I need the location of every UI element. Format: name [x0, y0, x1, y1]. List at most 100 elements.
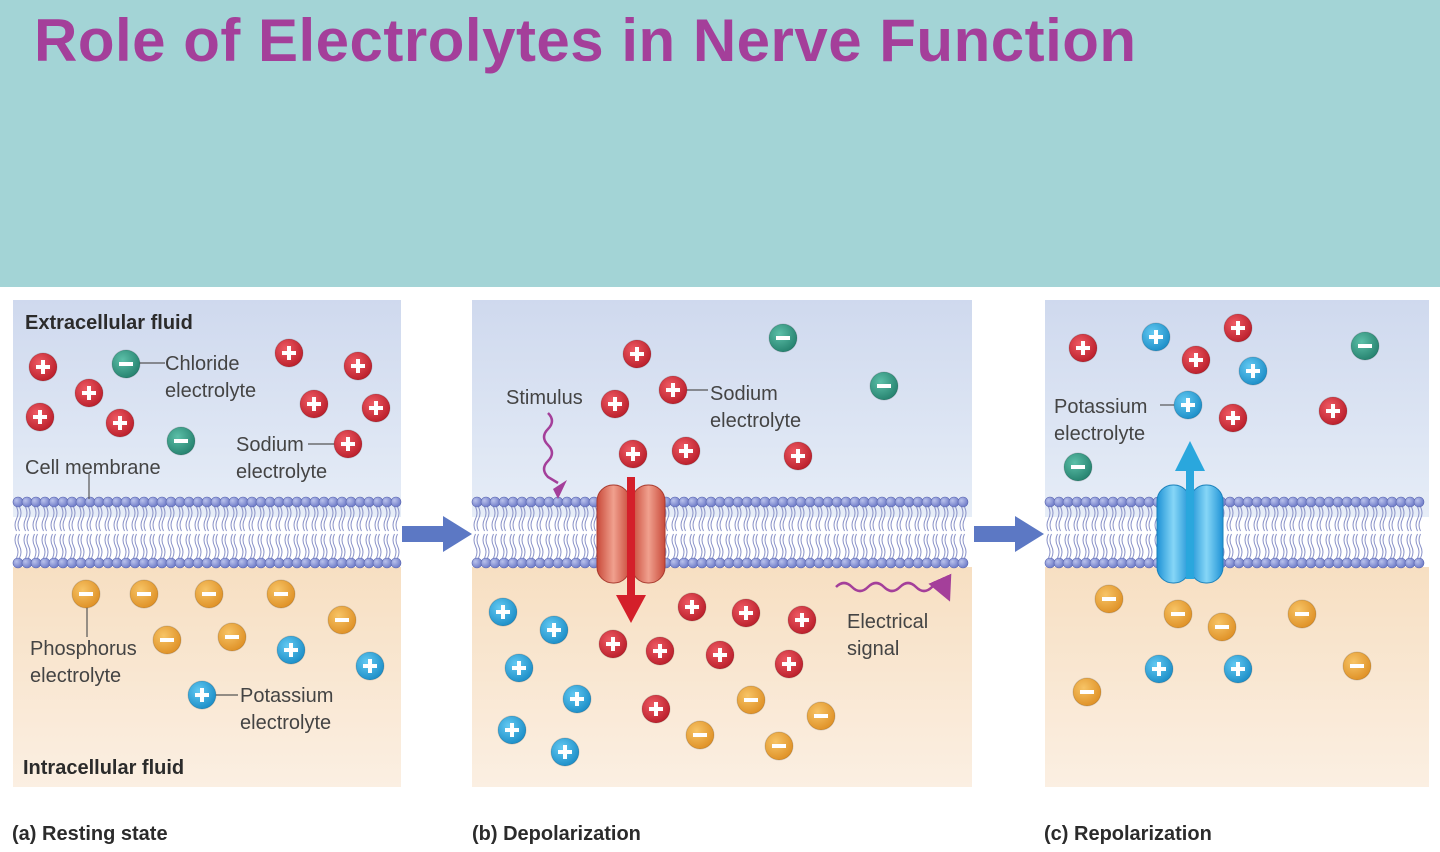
panel-depolarization [471, 300, 972, 787]
sodium-ion-icon [333, 429, 363, 459]
chloride-label-line2: electrolyte [165, 380, 256, 402]
phosphorus-ion-icon [194, 579, 224, 609]
sodium-ion-icon [1068, 333, 1098, 363]
leader-lines [86, 362, 1175, 696]
caption-repolarization: (c) Repolarization [1044, 823, 1212, 845]
sodium-ion-icon [671, 436, 701, 466]
sodium-ion-icon [361, 393, 391, 423]
electrical-signal-label-line1: Electrical [847, 611, 928, 633]
title-banner: Role of Electrolytes in Nerve Function [0, 0, 1440, 287]
sodium-ion-icon [299, 389, 329, 419]
chloride-ion-icon [869, 371, 899, 401]
potassium-ion-icon [355, 651, 385, 681]
chloride-ion-icon [1063, 452, 1093, 482]
ion-channel-icon [1156, 441, 1224, 584]
sodium-ion-icon [25, 402, 55, 432]
panel-b-labels: Stimulus Sodium electrolyte Electrical s… [472, 383, 928, 845]
stimulus-label: Stimulus [506, 387, 583, 409]
sodium-ion-icon [343, 351, 373, 381]
panel-c-labels: Potassium electrolyte (c) Repolarization [1044, 396, 1212, 845]
sodium-ion-icon [731, 598, 761, 628]
sodium-ion-icon [598, 629, 628, 659]
sodium-ion-icon [105, 408, 135, 438]
sodium-ion-icon [1223, 313, 1253, 343]
electrical-signal-icon [835, 573, 952, 602]
sodium-ion-icon [28, 352, 58, 382]
phosphorus-ion-icon [764, 731, 794, 761]
phosphorus-ion-icon [327, 605, 357, 635]
panel-repolarization [1044, 300, 1429, 787]
process-arrow-icon [974, 516, 1044, 552]
phosphorus-ion-icon [1072, 677, 1102, 707]
potassium-ion-icon [1223, 654, 1253, 684]
sodium-label-line2: electrolyte [710, 410, 801, 432]
chloride-ion-icon [768, 323, 798, 353]
chloride-ion-icon [1350, 331, 1380, 361]
ion-channel-icon [596, 477, 666, 623]
sodium-ion-icon [645, 636, 675, 666]
phosphorus-ion-icon [685, 720, 715, 750]
potassium-label-line1: Potassium [1054, 396, 1147, 418]
slide-title: Role of Electrolytes in Nerve Function [34, 7, 1137, 74]
potassium-label-line1: Potassium [240, 685, 333, 707]
ion-layer [25, 313, 1380, 767]
chloride-ion-icon [166, 426, 196, 456]
process-arrow-icon [402, 516, 472, 552]
sodium-ion-icon [774, 649, 804, 679]
sodium-ion-icon [74, 378, 104, 408]
phosphorus-ion-icon [152, 625, 182, 655]
sodium-ion-icon [622, 339, 652, 369]
potassium-ion-icon [497, 715, 527, 745]
sodium-ion-icon [1181, 345, 1211, 375]
phosphorus-ion-icon [217, 622, 247, 652]
potassium-ion-icon [1238, 356, 1268, 386]
sodium-ion-icon [618, 439, 648, 469]
sodium-label-line2: electrolyte [236, 461, 327, 483]
sodium-ion-icon [274, 338, 304, 368]
potassium-ion-icon [1144, 654, 1174, 684]
sodium-ion-icon [600, 389, 630, 419]
phosphorus-ion-icon [1287, 599, 1317, 629]
sodium-ion-icon [705, 640, 735, 670]
sodium-ion-icon [677, 592, 707, 622]
potassium-label-line2: electrolyte [1054, 423, 1145, 445]
sodium-label-line1: Sodium [710, 383, 778, 405]
cell-membrane-label: Cell membrane [25, 457, 161, 479]
sodium-ion-icon [783, 441, 813, 471]
chloride-ion-icon [111, 349, 141, 379]
potassium-ion-icon [1173, 390, 1203, 420]
phosphorus-label-line1: Phosphorus [30, 638, 137, 660]
potassium-ion-icon [562, 684, 592, 714]
sodium-label-line1: Sodium [236, 434, 304, 456]
phosphorus-ion-icon [806, 701, 836, 731]
potassium-ion-icon [550, 737, 580, 767]
extracellular-fluid-label: Extracellular fluid [25, 312, 193, 334]
potassium-ion-icon [488, 597, 518, 627]
stimulus-icon [542, 412, 567, 499]
panel-a-labels: Extracellular fluid Chloride electrolyte… [12, 312, 333, 845]
phosphorus-ion-icon [266, 579, 296, 609]
potassium-ion-icon [539, 615, 569, 645]
caption-resting-state: (a) Resting state [12, 823, 168, 845]
potassium-ion-icon [276, 635, 306, 665]
phosphorus-ion-icon [1342, 651, 1372, 681]
intracellular-fluid-label: Intracellular fluid [23, 757, 184, 779]
phosphorus-ion-icon [1207, 612, 1237, 642]
sodium-ion-icon [1218, 403, 1248, 433]
electrolyte-diagram: Extracellular fluid Chloride electrolyte… [12, 300, 1429, 845]
sodium-ion-icon [658, 375, 688, 405]
sodium-ion-icon [641, 694, 671, 724]
phosphorus-ion-icon [1094, 584, 1124, 614]
caption-depolarization: (b) Depolarization [472, 823, 641, 845]
sodium-ion-icon [1318, 396, 1348, 426]
phosphorus-ion-icon [736, 685, 766, 715]
phosphorus-ion-icon [129, 579, 159, 609]
electrical-signal-label-line2: signal [847, 638, 899, 660]
phosphorus-ion-icon [71, 579, 101, 609]
potassium-ion-icon [1141, 322, 1171, 352]
chloride-label-line1: Chloride [165, 353, 239, 375]
cell-membrane [12, 496, 402, 569]
potassium-ion-icon [187, 680, 217, 710]
phosphorus-ion-icon [1163, 599, 1193, 629]
